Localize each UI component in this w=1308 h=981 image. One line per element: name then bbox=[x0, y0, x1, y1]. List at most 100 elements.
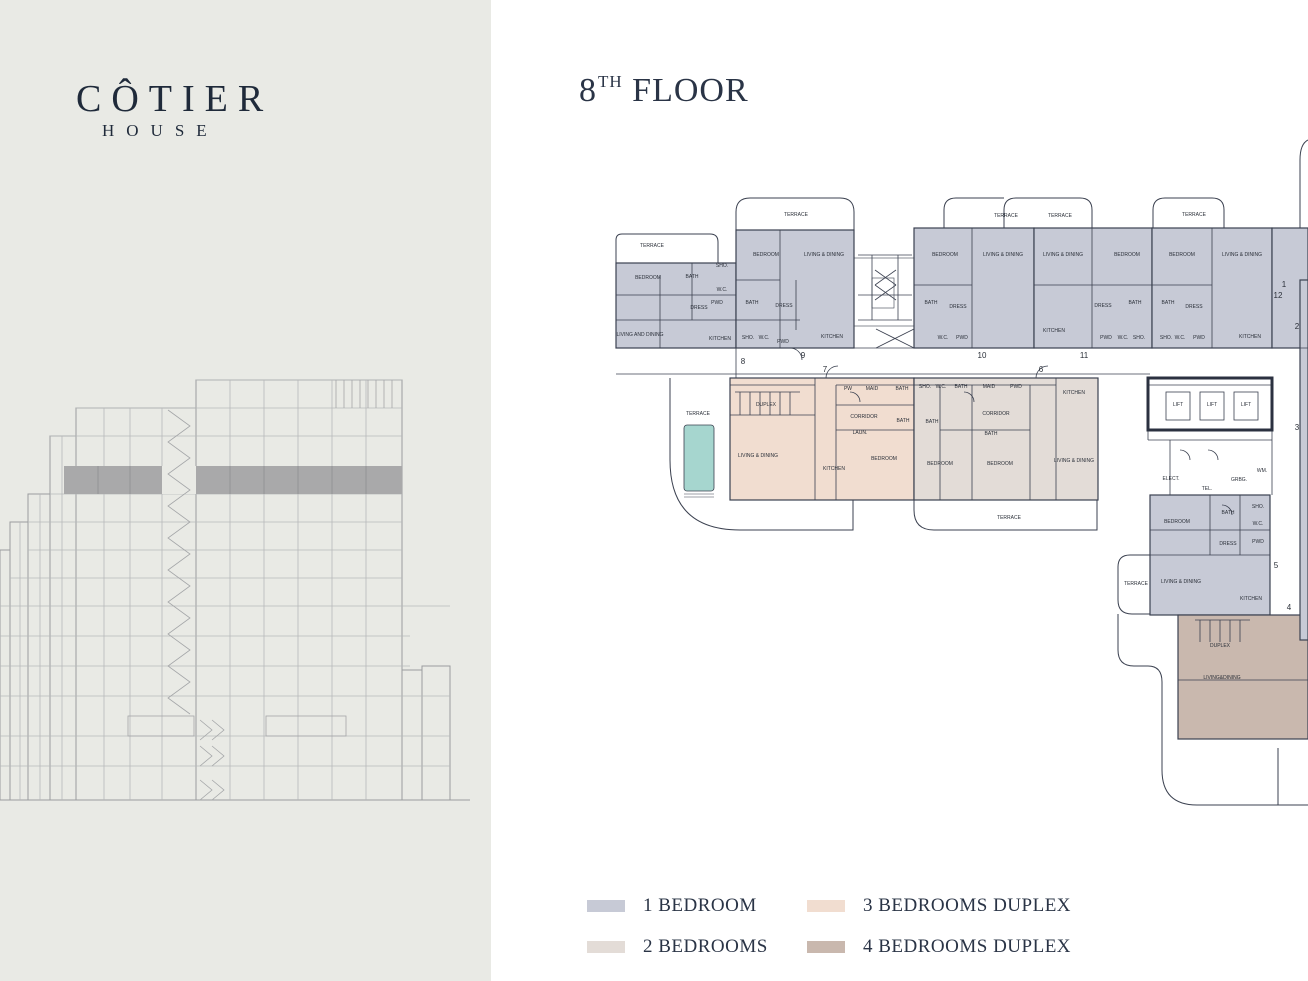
label-terrace-w: TERRACE bbox=[640, 243, 665, 249]
label-maid-6: MAID bbox=[983, 384, 996, 390]
unit-2-3-1bed[interactable] bbox=[1299, 279, 1308, 641]
left-panel: CÔTIER HOUSE bbox=[0, 0, 491, 981]
label-dress-10: DRESS bbox=[949, 304, 967, 310]
label-bath-6c: BATH bbox=[985, 431, 998, 437]
label-bath-5: BATH bbox=[1222, 510, 1235, 516]
label-wc-5: W.C. bbox=[1253, 521, 1264, 527]
unit-number-12: 12 bbox=[1274, 291, 1283, 300]
label-living-6: LIVING & DINING bbox=[1054, 458, 1094, 464]
label-living-4: LIVING&DINING bbox=[1203, 675, 1240, 681]
label-dress-5: DRESS bbox=[1219, 541, 1237, 547]
floor-word: FLOOR bbox=[632, 72, 749, 109]
legend-label-3-bedrooms-duplex: 3 BEDROOMS DUPLEX bbox=[863, 895, 1072, 916]
unit-number-9: 9 bbox=[801, 351, 806, 360]
label-lift-1: LIFT bbox=[1173, 402, 1183, 408]
label-kitchen-7: KITCHEN bbox=[823, 466, 845, 472]
label-sho-5: SHO. bbox=[1252, 504, 1264, 510]
legend-label-2-bedrooms: 2 BEDROOMS bbox=[643, 936, 768, 957]
lift-3[interactable] bbox=[1233, 391, 1259, 421]
label-bedroom-7: BEDROOM bbox=[871, 456, 897, 462]
legend-swatch-4-bedrooms-duplex bbox=[807, 941, 845, 953]
unit-10-1bed[interactable] bbox=[913, 227, 1035, 349]
label-wc-6: W.C. bbox=[936, 384, 947, 390]
label-lift-2: LIFT bbox=[1207, 402, 1217, 408]
label-elect: ELECT. bbox=[1163, 476, 1180, 482]
label-bedroom-8: BEDROOM bbox=[635, 275, 661, 281]
legend-label-1-bedroom: 1 BEDROOM bbox=[643, 895, 757, 916]
label-living-8: LIVING AND DINING bbox=[617, 332, 664, 338]
unit-9-1bed[interactable] bbox=[735, 229, 855, 349]
unit-6-2bed[interactable] bbox=[913, 377, 1099, 501]
label-terrace-s: TERRACE bbox=[997, 515, 1022, 521]
lift-core bbox=[1146, 376, 1274, 432]
label-pwd-9: PWD bbox=[777, 339, 789, 345]
terrace-outline-w bbox=[615, 233, 719, 263]
floor-number: 8 bbox=[579, 72, 597, 109]
legend-swatch-2-bedrooms bbox=[587, 941, 625, 953]
lift-1[interactable] bbox=[1165, 391, 1191, 421]
floor-plan: TERRACE TERRACE TERRACE TERRACE TERRACE … bbox=[615, 139, 1308, 806]
label-sho-9: SHO. bbox=[742, 335, 754, 341]
label-corridor-6: CORRIDOR bbox=[982, 411, 1010, 417]
unit-number-11: 11 bbox=[1080, 351, 1089, 360]
legend-swatch-3-bedrooms-duplex bbox=[807, 900, 845, 912]
label-wc-9: W.C. bbox=[759, 335, 770, 341]
label-dress-8: DRESS bbox=[690, 305, 708, 311]
legend-item-2-bedrooms: 2 BEDROOMS bbox=[587, 936, 768, 958]
legend-item-3-bedrooms-duplex: 3 BEDROOMS DUPLEX bbox=[807, 895, 1071, 917]
label-sho-12: SHO. bbox=[1160, 335, 1172, 341]
pool bbox=[683, 424, 715, 492]
label-bath-12: BATH bbox=[1162, 300, 1175, 306]
label-terrace-sw: TERRACE bbox=[686, 411, 711, 417]
label-terrace-n2: TERRACE bbox=[1048, 213, 1073, 219]
label-bath-6b: BATH bbox=[926, 419, 939, 425]
unit-8-1bed[interactable] bbox=[615, 262, 737, 349]
label-sho-8: SHO. bbox=[716, 263, 728, 269]
legend-item-1-bedroom: 1 BEDROOM bbox=[587, 895, 757, 917]
building-elevation bbox=[0, 379, 470, 801]
label-pwd-10: PWD bbox=[956, 335, 968, 341]
brand-logo[interactable]: CÔTIER HOUSE bbox=[76, 78, 286, 142]
terrace-outline-n2 bbox=[1003, 197, 1093, 228]
terrace-outline-s bbox=[913, 500, 1098, 531]
label-terrace-n3: TERRACE bbox=[1182, 212, 1207, 218]
label-living-10: LIVING & DINING bbox=[983, 252, 1023, 258]
label-kitchen-6: KITCHEN bbox=[1063, 390, 1085, 396]
label-dress-9: DRESS bbox=[775, 303, 793, 309]
label-bath-10: BATH bbox=[925, 300, 938, 306]
unit-number-2: 2 bbox=[1295, 322, 1300, 331]
lift-2[interactable] bbox=[1199, 391, 1225, 421]
unit-7-3bed-duplex[interactable] bbox=[729, 377, 915, 501]
terrace-outline-n3 bbox=[1152, 197, 1225, 228]
label-terrace-e: TERRACE bbox=[1124, 581, 1149, 587]
stair-core bbox=[853, 257, 915, 327]
label-bath-11: BATH bbox=[1129, 300, 1142, 306]
label-bath-7a: BATH bbox=[896, 386, 909, 392]
label-pwd-6: PWD bbox=[1010, 384, 1022, 390]
label-terrace-nw: TERRACE bbox=[784, 212, 809, 218]
floor-suffix: TH bbox=[598, 72, 623, 91]
label-wc-12: W.C. bbox=[1175, 335, 1186, 341]
label-dress-12: DRESS bbox=[1185, 304, 1203, 310]
label-bath-6a: BATH bbox=[955, 384, 968, 390]
label-bedroom-6a: BEDROOM bbox=[927, 461, 953, 467]
label-bedroom-6b: BEDROOM bbox=[987, 461, 1013, 467]
label-living-7: LIVING & DINING bbox=[738, 453, 778, 459]
unit-4-4bed-duplex[interactable] bbox=[1177, 614, 1308, 740]
label-bath-7b: BATH bbox=[897, 418, 910, 424]
label-bedroom-9: BEDROOM bbox=[753, 252, 779, 258]
label-kitchen-9: KITCHEN bbox=[821, 334, 843, 340]
label-pwd-8: PWD bbox=[711, 300, 723, 306]
unit-number-10: 10 bbox=[978, 351, 987, 360]
label-dress-11: DRESS bbox=[1094, 303, 1112, 309]
label-bedroom-12: BEDROOM bbox=[1169, 252, 1195, 258]
terrace-outline-sw bbox=[669, 378, 854, 531]
label-sho-6: SHO. bbox=[919, 384, 931, 390]
label-laun-7: LAUN. bbox=[853, 430, 868, 436]
legend-swatch-1-bedroom bbox=[587, 900, 625, 912]
label-living-11: LIVING & DINING bbox=[1043, 252, 1083, 258]
label-terrace-n1: TERRACE bbox=[994, 213, 1019, 219]
label-maid-7: MAID bbox=[866, 386, 879, 392]
legend-item-4-bedrooms-duplex: 4 BEDROOMS DUPLEX bbox=[807, 936, 1071, 958]
label-kitchen-11: KITCHEN bbox=[1043, 328, 1065, 334]
